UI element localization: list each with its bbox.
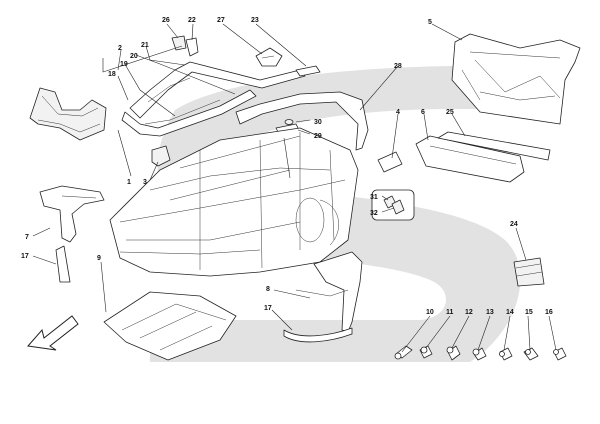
callout-12: 12 bbox=[465, 309, 473, 316]
callout-3: 3 bbox=[143, 179, 147, 186]
callout-5: 5 bbox=[428, 19, 432, 26]
callout-29: 29 bbox=[314, 133, 322, 140]
part-17-strap-left bbox=[55, 245, 71, 283]
part-17-lower-arm bbox=[283, 327, 353, 343]
callout-18: 18 bbox=[108, 71, 116, 78]
callout-19: 19 bbox=[120, 61, 128, 68]
callout-32: 32 bbox=[370, 210, 378, 217]
callout-23: 23 bbox=[251, 17, 259, 24]
callout-1: 1 bbox=[127, 179, 131, 186]
part-25-sill-beam bbox=[437, 131, 551, 161]
part-4-bracket bbox=[377, 151, 403, 173]
callout-17-lower: 17 bbox=[264, 305, 272, 312]
callout-28: 28 bbox=[394, 63, 402, 70]
callout-27: 27 bbox=[217, 17, 225, 24]
callout-4: 4 bbox=[396, 109, 400, 116]
part-12-rivet bbox=[446, 345, 461, 361]
callout-9: 9 bbox=[97, 255, 101, 262]
part-5-bulkhead bbox=[451, 33, 581, 125]
callout-11: 11 bbox=[446, 309, 454, 316]
part-9-floor-pan bbox=[103, 291, 237, 361]
callout-8: 8 bbox=[266, 286, 270, 293]
direction-arrow-icon bbox=[27, 315, 79, 351]
callout-10: 10 bbox=[426, 309, 434, 316]
part-28-upper-rail bbox=[235, 91, 369, 151]
part-7-bracket bbox=[39, 185, 105, 243]
part-26-clip bbox=[171, 35, 187, 51]
part-27-bracket bbox=[255, 47, 283, 67]
leader-lines bbox=[32, 23, 557, 353]
callout-22: 22 bbox=[188, 17, 196, 24]
callout-16: 16 bbox=[545, 309, 553, 316]
part-3-bracket bbox=[151, 145, 171, 167]
callout-2: 2 bbox=[118, 45, 122, 52]
callout-20: 20 bbox=[130, 53, 138, 60]
callout-30: 30 bbox=[314, 119, 322, 126]
main-chassis-frame bbox=[109, 127, 359, 277]
callout-17-left: 17 bbox=[21, 253, 29, 260]
part-10-bolt bbox=[394, 345, 413, 360]
callout-26: 26 bbox=[162, 17, 170, 24]
callout-15: 15 bbox=[525, 309, 533, 316]
part-16-screw bbox=[553, 347, 567, 361]
part-24-plate bbox=[513, 257, 545, 287]
part-8-lower-bracket bbox=[295, 251, 363, 333]
part-22-bracket bbox=[185, 37, 199, 57]
callout-31: 31 bbox=[370, 194, 378, 201]
callout-14: 14 bbox=[506, 309, 514, 316]
watermark-logo bbox=[150, 65, 560, 363]
callout-7: 7 bbox=[25, 234, 29, 241]
part-6-side-rail bbox=[415, 135, 525, 183]
part-13-rivet bbox=[472, 347, 487, 361]
part-31-32-clips bbox=[371, 189, 415, 221]
part-15-screw bbox=[523, 347, 539, 361]
part-30-plug bbox=[284, 119, 294, 125]
callout-25: 25 bbox=[446, 109, 454, 116]
part-23-plate bbox=[295, 65, 321, 77]
callout-labels: 1 2 3 4 5 6 7 8 9 10 11 12 13 14 15 16 1… bbox=[21, 17, 553, 316]
part-1-front-bracket bbox=[29, 87, 107, 141]
callout-6: 6 bbox=[421, 109, 425, 116]
callout-21: 21 bbox=[141, 42, 149, 49]
part-14-screw bbox=[499, 347, 513, 361]
callout-13: 13 bbox=[486, 309, 494, 316]
part-11-rivet bbox=[419, 345, 433, 359]
callout-24: 24 bbox=[510, 221, 518, 228]
